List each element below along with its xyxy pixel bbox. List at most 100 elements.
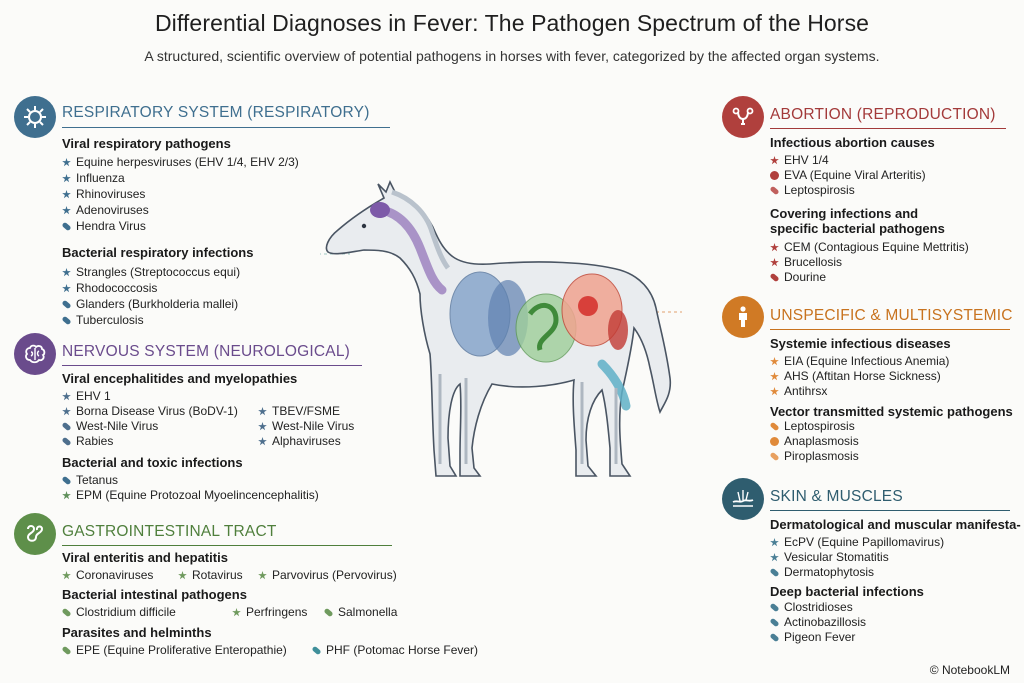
skin-deep-heading: Deep bacterial infections	[770, 584, 924, 599]
list-item: Glanders (Burkholderia mallei)	[61, 297, 238, 312]
list-item: PHF (Potomac Horse Fever)	[311, 643, 478, 658]
gastrointestinal-section-icon	[14, 513, 56, 555]
list-item: Dermatophytosis	[769, 565, 874, 580]
gastrointestinal-bacterial-heading: Bacterial intestinal pathogens	[62, 587, 247, 602]
list-item: Pigeon Fever	[769, 630, 855, 645]
bacteria-bullet-icon	[769, 602, 780, 613]
list-item: Parvovirus (Pervovirus)	[258, 568, 397, 583]
organ-highlight	[578, 296, 598, 316]
skin-section-title: SKIN & MUSCLES	[770, 488, 903, 505]
reproduction-covering-heading-line1: Covering infections and	[770, 206, 919, 221]
multisystemic-section-rule	[770, 329, 1010, 330]
virus-bullet-icon	[770, 171, 779, 180]
list-item: Rhodococcosis	[62, 281, 157, 296]
bacteria-bullet-icon	[61, 221, 72, 232]
virus-bullet-icon	[62, 571, 71, 580]
list-item: Dourine	[769, 270, 826, 285]
list-item: West-Nile Virus	[258, 419, 354, 434]
gastrointestinal-section-rule	[62, 545, 392, 546]
horse-illustration	[320, 180, 682, 477]
skin-dermatological-heading: Dermatological and muscular manifesta-	[770, 517, 1021, 532]
horse-mane	[391, 189, 451, 270]
list-item: Clostridium difficile	[61, 605, 176, 620]
fungus-bullet-icon	[769, 567, 780, 578]
list-item: Leptospirosis	[769, 419, 855, 434]
list-item: Rabies	[61, 434, 113, 449]
list-item: Strangles (Streptococcus equi)	[62, 265, 240, 280]
list-item: CEM (Contagious Equine Mettritis)	[770, 240, 969, 255]
gastrointestinal-section-title: GASTROINTESTINAL TRACT	[62, 523, 277, 540]
list-item: Antihrsx	[770, 384, 827, 399]
page-title: Differential Diagnoses in Fever: The Pat…	[154, 10, 870, 36]
parasite-bullet-icon	[61, 645, 72, 656]
list-item: Piroplasmosis	[769, 449, 859, 464]
skin-section-rule	[770, 510, 1010, 511]
brain-highlight	[370, 202, 390, 218]
list-item: Coronaviruses	[62, 568, 153, 583]
virus-bullet-icon	[770, 156, 779, 165]
bacteria-bullet-icon	[769, 421, 780, 432]
bacteria-bullet-icon	[770, 437, 779, 446]
bacteria-bullet-icon	[769, 632, 780, 643]
virus-bullet-icon	[258, 571, 267, 580]
intestine-loop	[527, 303, 559, 351]
bacteria-bullet-icon	[61, 607, 72, 618]
virus-bullet-icon	[62, 158, 71, 167]
neurological-section-title: NERVOUS SYSTEM (NEUROLOGICAL)	[62, 343, 351, 360]
list-item: Salmonella	[323, 605, 397, 620]
list-item: EIA (Equine Infectious Anemia)	[770, 354, 949, 369]
bacteria-bullet-icon	[61, 315, 72, 326]
muscle-highlight	[597, 359, 631, 411]
list-item: Clostridioses	[769, 600, 853, 615]
kidney-highlight	[608, 310, 628, 350]
virus-bullet-icon	[62, 407, 71, 416]
virus-bullet-icon	[770, 553, 779, 562]
human-body-icon	[739, 306, 747, 327]
neural-tract	[377, 205, 447, 295]
neurological-section-icon	[14, 333, 56, 375]
multisystemic-vector-heading: Vector transmitted systemic pathogens	[770, 404, 1013, 419]
list-item: Rhinoviruses	[62, 187, 145, 202]
intestine-icon	[26, 525, 44, 542]
multisystemic-systemic-heading: Systemie infectious diseases	[770, 336, 951, 351]
bacteria-bullet-icon	[770, 387, 779, 396]
reproduction-section-title: ABORTION (REPRODUCTION)	[770, 106, 996, 123]
multisystemic-section-title: UNSPECIFIC & MULTISYSTEMIC	[770, 307, 1013, 324]
list-item: Borna Disease Virus (BoDV-1)	[62, 404, 238, 419]
virus-bullet-icon	[770, 372, 779, 381]
bacteria-bullet-icon	[62, 268, 71, 277]
list-item: Brucellosis	[770, 255, 842, 270]
parasite-bullet-icon	[311, 645, 322, 656]
list-item: EcPV (Equine Papillomavirus)	[770, 535, 944, 550]
list-item: EPE (Equine Proliferative Enteropathie)	[61, 643, 287, 658]
bacteria-bullet-icon	[770, 258, 779, 267]
footer-credit: © NotebookLM	[929, 663, 1010, 677]
virus-bullet-icon	[62, 206, 71, 215]
list-item: Anaplasmosis	[770, 434, 859, 449]
virus-bullet-icon	[62, 190, 71, 199]
list-item: EHV 1/4	[770, 153, 829, 168]
bacteria-bullet-icon	[62, 284, 71, 293]
respiratory-viral-heading: Viral respiratory pathogens	[62, 136, 231, 151]
bacteria-bullet-icon	[769, 185, 780, 196]
horse-eye	[361, 223, 367, 229]
list-item: Rotavirus	[178, 568, 243, 583]
virus-bullet-icon	[62, 174, 71, 183]
list-item: West-Nile Virus	[61, 419, 158, 434]
virus-bullet-icon	[62, 392, 71, 401]
list-item: Tetanus	[61, 473, 118, 488]
bacteria-bullet-icon	[323, 607, 334, 618]
respiratory-section-icon	[14, 96, 56, 138]
neurological-section-rule	[62, 365, 362, 366]
skeleton-hint	[438, 374, 618, 464]
multisystemic-section-icon	[722, 296, 764, 338]
list-item: Vesicular Stomatitis	[770, 550, 889, 565]
parasite-bullet-icon	[769, 272, 780, 283]
virus-bullet-icon	[258, 422, 267, 431]
virus-bullet-icon	[258, 437, 267, 446]
neurological-bacterial-heading: Bacterial and toxic infections	[62, 455, 243, 470]
reproduction-infectious-heading: Infectious abortion causes	[770, 135, 935, 150]
skin-section-icon	[722, 478, 764, 520]
gastrointestinal-parasites-heading: Parasites and helminths	[62, 625, 212, 640]
brain-icon	[25, 344, 46, 364]
